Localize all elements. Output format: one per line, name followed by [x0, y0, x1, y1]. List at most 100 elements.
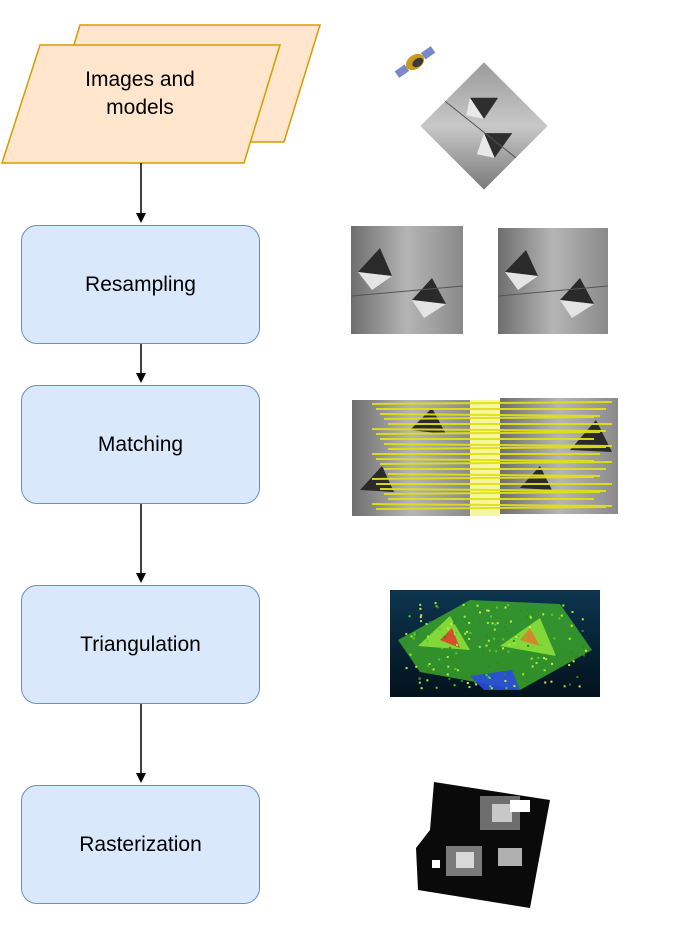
- point-cloud-dot: [496, 662, 499, 665]
- point-cloud-dot: [581, 629, 584, 632]
- point-cloud-dot: [550, 680, 553, 683]
- match-line: [375, 431, 601, 435]
- point-cloud-dot: [495, 650, 498, 653]
- point-cloud-dot: [509, 620, 512, 623]
- point-cloud-dot: [540, 644, 543, 647]
- point-cloud-dot: [429, 621, 432, 624]
- point-cloud-dot: [420, 614, 423, 617]
- point-cloud-dot: [413, 633, 416, 636]
- match-line: [383, 416, 595, 420]
- point-cloud-dot: [426, 679, 429, 682]
- point-cloud-dot: [551, 613, 554, 616]
- point-cloud-dot: [507, 604, 510, 607]
- point-cloud-dot: [485, 674, 488, 677]
- point-cloud-dot: [513, 642, 516, 645]
- point-cloud-dot: [515, 636, 518, 639]
- point-cloud-dot: [475, 683, 478, 686]
- point-cloud-dot: [447, 665, 450, 668]
- point-cloud-dot: [476, 604, 479, 607]
- triangulated-point-cloud: [390, 590, 600, 697]
- point-cloud-dot: [572, 660, 575, 663]
- point-cloud-dot: [582, 646, 585, 649]
- point-cloud-dot: [419, 603, 422, 606]
- point-cloud-dot: [553, 637, 556, 640]
- point-cloud-dot: [466, 630, 469, 633]
- point-cloud-dot: [428, 662, 431, 665]
- match-line: [379, 488, 607, 492]
- step-rasterization: Rasterization: [21, 785, 260, 904]
- point-cloud-dot: [513, 637, 516, 640]
- point-cloud-dot: [487, 639, 490, 642]
- point-cloud-dot: [517, 635, 520, 638]
- point-cloud-dot: [426, 640, 429, 643]
- point-cloud-dot: [427, 664, 430, 667]
- point-cloud-dot: [512, 639, 515, 642]
- point-cloud-dot: [462, 603, 465, 606]
- point-cloud-dot: [481, 649, 484, 652]
- point-cloud-dot: [479, 611, 482, 614]
- point-cloud-dot: [497, 640, 500, 643]
- point-cloud-dot: [486, 622, 489, 625]
- point-cloud-dot: [503, 625, 506, 628]
- input-node-front-shape: [0, 44, 282, 164]
- point-cloud-dot: [434, 602, 437, 605]
- point-cloud-dot: [438, 628, 441, 631]
- point-cloud-dot: [450, 622, 453, 625]
- match-line: [375, 458, 595, 462]
- point-cloud-dot: [568, 683, 571, 686]
- step-rasterization-label: Rasterization: [79, 832, 202, 856]
- match-line: [379, 461, 613, 465]
- point-cloud-dot: [526, 608, 529, 611]
- point-cloud-dot: [485, 644, 488, 647]
- point-cloud-dot: [543, 657, 546, 660]
- match-line: [371, 503, 613, 507]
- point-cloud-dot: [419, 616, 422, 619]
- point-cloud-dot: [415, 632, 418, 635]
- point-cloud-dot: [468, 621, 471, 624]
- point-cloud-dot: [504, 679, 507, 682]
- point-cloud-dot: [555, 654, 558, 657]
- point-cloud-dot: [576, 675, 579, 678]
- satellite-icon: [394, 46, 436, 78]
- point-cloud-dot: [557, 665, 560, 668]
- point-cloud-dot: [427, 670, 430, 673]
- point-cloud-dot: [568, 664, 571, 667]
- point-cloud-dot: [487, 665, 490, 668]
- point-cloud-dot: [575, 655, 578, 658]
- input-node-label: Images and models: [40, 66, 240, 122]
- point-cloud-dot: [435, 605, 438, 608]
- point-cloud-dot: [570, 650, 573, 653]
- point-cloud-dot: [453, 684, 456, 687]
- point-cloud-dot: [455, 643, 458, 646]
- point-cloud-dot: [436, 606, 439, 609]
- point-cloud-dot: [529, 616, 532, 619]
- point-cloud-dot: [504, 606, 507, 609]
- point-cloud-dot: [550, 662, 553, 665]
- matched-image-pair: [352, 398, 618, 516]
- point-cloud-dot: [455, 632, 458, 635]
- rasterized-dsm: [416, 782, 550, 908]
- point-cloud-dot: [531, 665, 534, 668]
- point-cloud-dot: [444, 635, 447, 638]
- match-line: [371, 428, 607, 432]
- resampled-image-pair: [350, 226, 609, 334]
- match-line: [387, 473, 601, 477]
- point-cloud-dot: [490, 687, 493, 690]
- step-matching: Matching: [21, 385, 260, 504]
- match-line: [383, 491, 601, 495]
- step-resampling: Resampling: [21, 225, 260, 344]
- point-cloud-dot: [581, 618, 584, 621]
- point-cloud-dot: [441, 647, 444, 650]
- point-cloud-dot: [479, 621, 482, 624]
- point-cloud-dots: [405, 602, 587, 690]
- point-cloud-dot: [454, 667, 457, 670]
- point-cloud-dot: [582, 654, 585, 657]
- point-cloud-dot: [463, 615, 466, 618]
- point-cloud-dot: [502, 647, 505, 650]
- point-cloud-dot: [419, 607, 422, 610]
- point-cloud-dot: [412, 637, 415, 640]
- point-cloud-dot: [478, 645, 481, 648]
- point-cloud-dot: [530, 657, 533, 660]
- point-cloud-dot: [571, 611, 574, 614]
